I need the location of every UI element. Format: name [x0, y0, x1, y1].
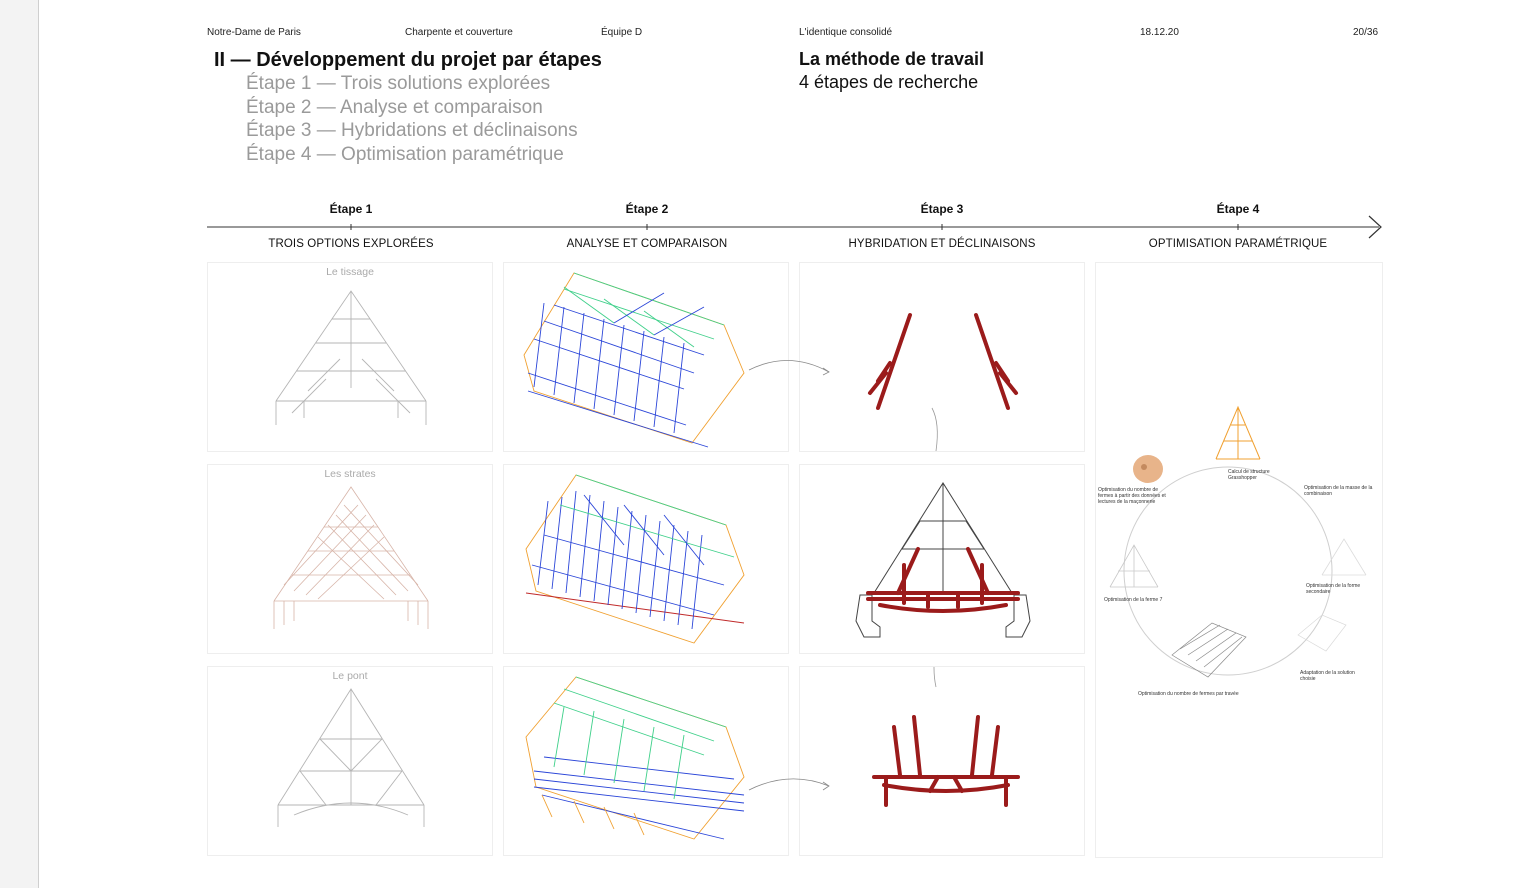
cycle-caption: Optimisation de la forme secondaire [1306, 583, 1361, 595]
cycle-caption: Calcul de structure Grasshopper [1228, 469, 1270, 481]
hybrid-elements-3 [872, 667, 1020, 807]
truss-drawing-tissage [275, 290, 427, 425]
skull-icon [1133, 455, 1163, 483]
cycle-caption: Optimisation du nombre de fermes à parti… [1098, 487, 1166, 505]
stage-4-label: Étape 4 [1216, 202, 1260, 216]
analysis-panel-3 [503, 666, 789, 856]
step-item: Étape 1 — Trois solutions explorées [246, 73, 551, 94]
wireframe-model-3 [525, 676, 745, 840]
stage-2-label: Étape 2 [625, 202, 669, 216]
stage-1-caption: TROIS OPTIONS EXPLORÉES [268, 238, 434, 250]
truss-drawing-pont [277, 688, 425, 827]
hybrid-elements-1 [868, 313, 1018, 452]
analysis-panel-2 [503, 464, 789, 654]
parametric-cycle-panel: Calcul de structure Grasshopper Optimisa… [1095, 262, 1383, 858]
timeline-arrow [207, 215, 1382, 239]
analysis-panel-1 [503, 262, 789, 452]
option-label: Le tissage [326, 266, 374, 278]
option-panel-tissage: Le tissage [207, 262, 493, 452]
hybrid-panel-2 [799, 464, 1085, 654]
option-label: Les strates [324, 468, 376, 480]
cycle-caption: Optimisation de la ferme 7 [1104, 597, 1163, 603]
step-item: Étape 2 — Analyse et comparaison [246, 96, 543, 118]
hybrid-truss-2 [855, 482, 1031, 638]
cycle-diagram [1109, 405, 1367, 678]
truss-drawing-strates [273, 486, 429, 629]
option-label: Le pont [332, 670, 368, 682]
cycle-caption: Optimisation du nombre de fermes par tra… [1138, 691, 1239, 697]
stage-3-caption: HYBRIDATION ET DÉCLINAISONS [848, 238, 1036, 250]
wireframe-model-1 [523, 272, 745, 448]
stage-1-label: Étape 1 [329, 202, 373, 216]
steps-list: Étape 1 — Trois solutions explorées Étap… [246, 72, 578, 166]
slide-page: Notre-Dame de Paris Charpente et couvert… [38, 0, 1523, 888]
header-date: 18.12.20 [1140, 27, 1179, 38]
cycle-caption: Optimisation de la masse de la combinais… [1304, 485, 1373, 497]
header-project: Notre-Dame de Paris [207, 27, 301, 38]
header-concept: L'identique consolidé [799, 27, 893, 38]
hybrid-panel-3 [799, 666, 1085, 856]
step-item: Étape 3 — Hybridations et déclinaisons [246, 120, 578, 141]
method-title: La méthode de travail [799, 49, 985, 69]
hybrid-panel-1 [799, 262, 1085, 452]
connector-arrows [748, 360, 830, 791]
stage-4-caption: OPTIMISATION PARAMÉTRIQUE [1148, 238, 1328, 250]
method-subtitle: 4 étapes de recherche [799, 72, 979, 92]
wireframe-model-2 [525, 474, 745, 644]
stage-3-label: Étape 3 [920, 202, 964, 216]
section-title: II — Développement du projet par étapes [214, 49, 602, 71]
header-subject: Charpente et couverture [405, 27, 513, 38]
header-team: Équipe D [601, 27, 643, 38]
stage-2-caption: ANALYSE ET COMPARAISON [566, 238, 728, 250]
option-panel-strates: Les strates [207, 464, 493, 654]
cycle-caption: Adaptation de la solution choisie [1300, 670, 1355, 682]
header-page-number: 20/36 [1353, 27, 1379, 38]
step-item: Étape 4 — Optimisation paramétrique [246, 143, 564, 165]
option-panel-pont: Le pont [207, 666, 493, 856]
